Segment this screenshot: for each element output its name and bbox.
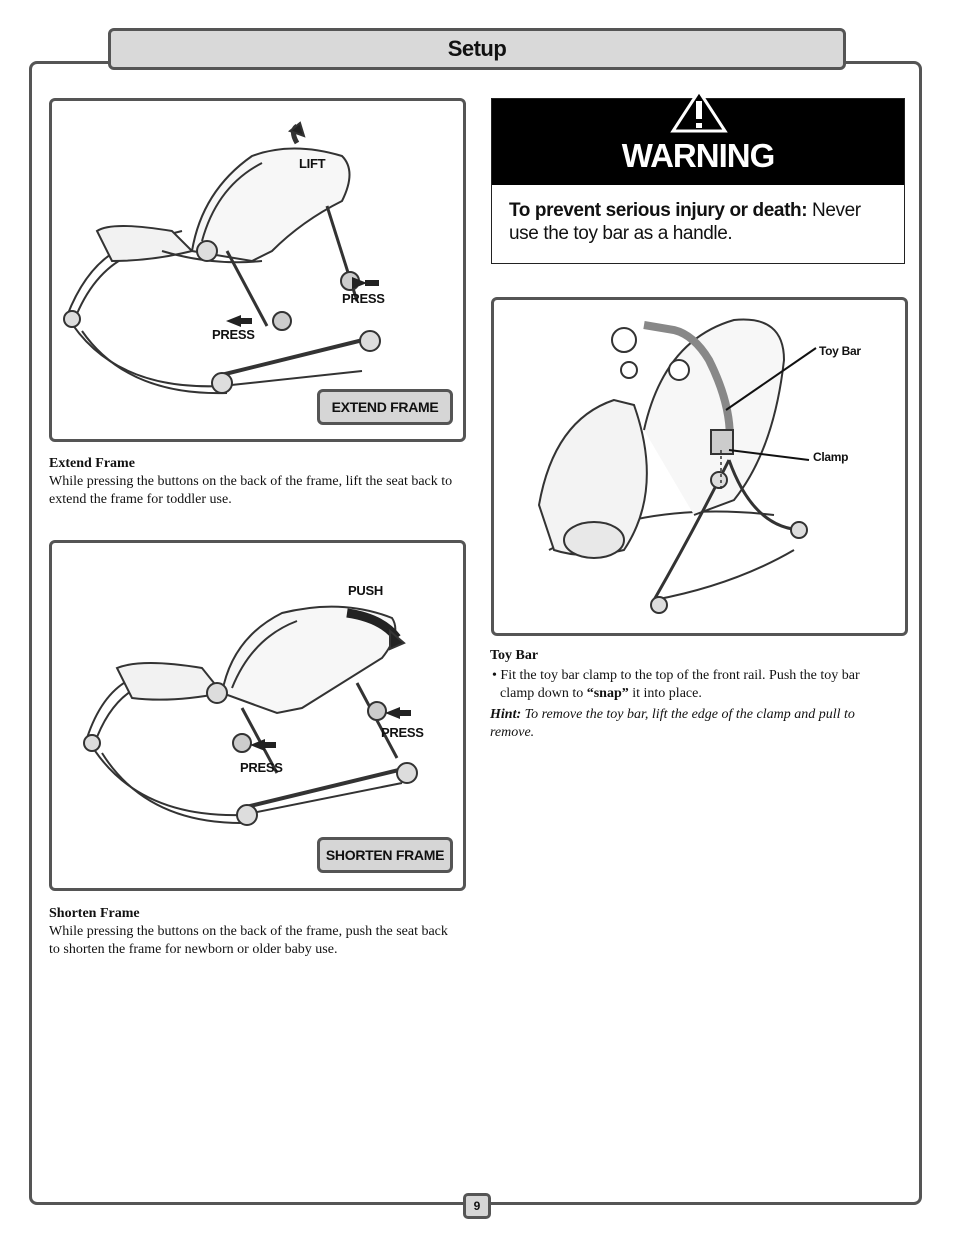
toy-bar-heading: Toy Bar [490, 648, 539, 663]
press-callout-left: PRESS [212, 327, 255, 342]
rocker-extend-drawing [63, 121, 381, 395]
extend-frame-illustration: LIFT PRESS PRESS EXTEND FRAME [49, 98, 466, 442]
rocker-shorten-drawing [83, 605, 418, 826]
warning-message: To prevent serious injury or death: Neve… [509, 199, 889, 245]
toy-bar-instructions: Toy Bar • Fit the toy bar clamp to the t… [490, 647, 890, 742]
warning-heading: WARNING [621, 137, 776, 174]
hint-body: To remove the toy bar, lift the edge of … [490, 707, 855, 740]
toy-bar-drawing [537, 318, 817, 614]
clamp-callout: Clamp [813, 450, 849, 464]
shorten-frame-heading: Shorten Frame [49, 906, 140, 921]
toy-bar-callout: Toy Bar [819, 344, 861, 358]
page-title: Setup [447, 36, 507, 61]
step-text: • Fit the toy bar clamp to the top of th… [492, 668, 860, 701]
warning-triangle-icon [670, 88, 728, 133]
press-callout-left: PRESS [240, 760, 283, 775]
warning-banner: WARNING [492, 88, 904, 185]
page-number: 9 [463, 1193, 491, 1219]
extend-frame-body: While pressing the buttons on the back o… [49, 474, 453, 507]
shorten-frame-label: SHORTEN FRAME [317, 837, 453, 873]
toy-bar-step: • Fit the toy bar clamp to the top of th… [492, 667, 890, 703]
step-emphasis: “snap” [586, 686, 629, 701]
extend-frame-instructions: Extend Frame While pressing the buttons … [49, 455, 459, 509]
warning-lead: To prevent serious injury or death: [509, 200, 808, 221]
warning-body: Never use the toy bar as a handle. [509, 200, 861, 244]
hint-label: Hint: [490, 707, 522, 722]
lift-callout: LIFT [299, 156, 326, 171]
shorten-frame-illustration: PUSH PRESS PRESS SHORTEN FRAME [49, 540, 466, 891]
press-callout-right: PRESS [342, 291, 385, 306]
toy-bar-illustration: Toy Bar Clamp [491, 297, 908, 636]
step-text-end: it into place. [628, 686, 702, 701]
shorten-frame-instructions: Shorten Frame While pressing the buttons… [49, 905, 459, 959]
push-callout: PUSH [348, 583, 383, 598]
toy-bar-hint: Hint: To remove the toy bar, lift the ed… [490, 706, 890, 742]
extend-frame-label: EXTEND FRAME [317, 389, 453, 425]
toy-bar-steps: • Fit the toy bar clamp to the top of th… [490, 667, 890, 703]
press-callout-right: PRESS [381, 725, 424, 740]
extend-frame-heading: Extend Frame [49, 456, 135, 471]
shorten-frame-body: While pressing the buttons on the back o… [49, 924, 448, 957]
warning-box: WARNING To prevent serious injury or dea… [491, 88, 905, 264]
header-tab: Setup [108, 28, 846, 70]
